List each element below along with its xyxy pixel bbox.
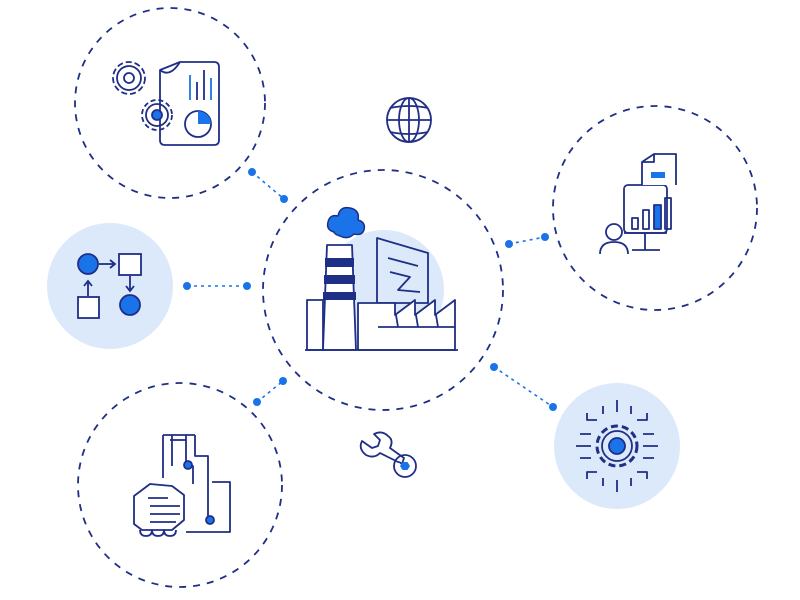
connector-left — [183, 282, 251, 290]
analytics-dashboard-icon — [599, 153, 677, 255]
node-right — [552, 105, 758, 311]
node-left — [47, 223, 173, 349]
node-top-left — [74, 7, 266, 199]
node-bottom-left — [77, 382, 283, 588]
node-center — [262, 169, 504, 411]
connector-top-left — [248, 168, 288, 203]
flowchart-icon — [77, 253, 142, 319]
connector-right — [505, 233, 549, 248]
gears-report-icon — [112, 61, 220, 146]
globe-icon — [386, 97, 432, 143]
wrench-icon — [359, 431, 417, 478]
connector-bottom-right — [490, 363, 557, 411]
factory-icon — [305, 206, 458, 351]
handshake-circuit-icon — [133, 434, 231, 537]
gear-circuit-icon — [576, 400, 658, 492]
connector-bottom-left — [253, 377, 287, 406]
